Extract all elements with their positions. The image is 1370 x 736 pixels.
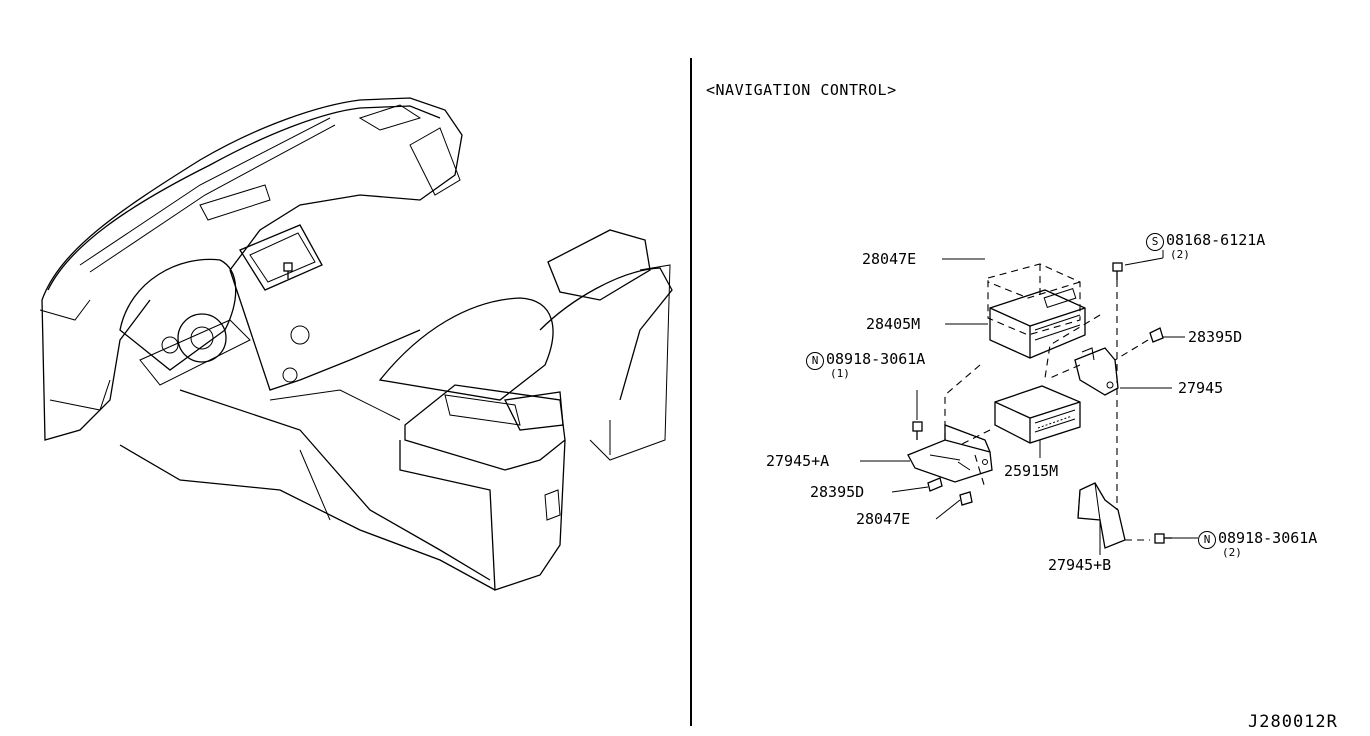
navigation-parts-exploded (283, 262, 1172, 549)
callout-25915m: 25915M (1004, 462, 1059, 480)
quantity-label: (2) (1170, 248, 1190, 261)
screw-28395d-left (927, 477, 943, 492)
quantity-label: (1) (830, 367, 850, 380)
circle-n-icon: N (1198, 531, 1216, 549)
callout-28395d-right: 28395D (1188, 328, 1243, 346)
vehicle-interior-illustration (39, 97, 673, 591)
callout-27945-b: 27945+B (1048, 556, 1112, 574)
callout-28405m: 28405M (866, 315, 921, 333)
leader-lines (860, 250, 1198, 555)
screw-08168-6121a (1112, 262, 1123, 280)
screw-28395d-right (1149, 327, 1164, 343)
nut-08918-3061a-left (912, 421, 923, 440)
screw-28047e-top (283, 262, 293, 279)
circle-n-icon: N (806, 352, 824, 370)
nut-08918-3061a-right (1154, 533, 1172, 544)
drawing-code: J280012R (1248, 712, 1338, 732)
callout-27945-a: 27945+A (766, 452, 830, 470)
callout-28047e-top: 28047E (862, 250, 917, 268)
callout-27945: 27945 (1178, 379, 1224, 397)
screw-28047e-bottom (959, 491, 973, 506)
section-title: <NAVIGATION CONTROL> (706, 81, 897, 99)
circle-s-icon: S (1146, 233, 1164, 251)
callout-28047e-bottom: 28047E (856, 510, 911, 528)
quantity-label: (2) (1222, 546, 1242, 559)
callout-28395d-left: 28395D (810, 483, 865, 501)
